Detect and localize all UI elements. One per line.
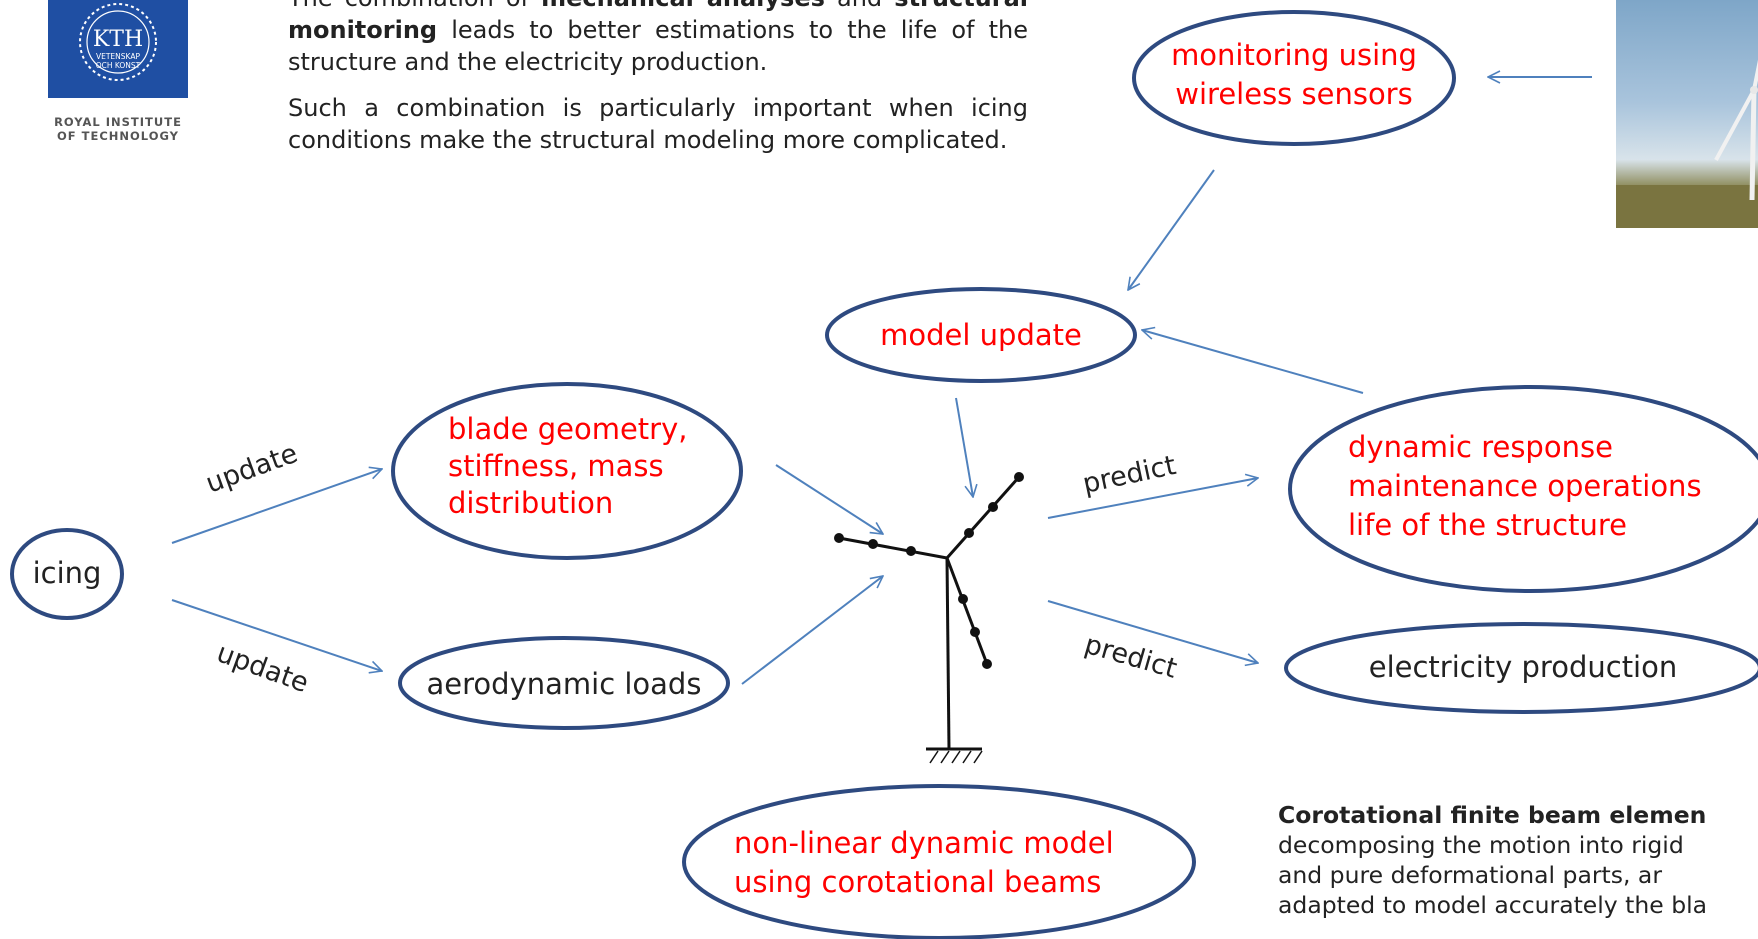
edge-label-update-bottom: update	[213, 637, 313, 699]
blade-label-line2: stiffness, mass	[448, 449, 664, 483]
dynamic-label-line2: maintenance operations	[1348, 469, 1702, 503]
dynamic-label-line3: life of the structure	[1348, 508, 1627, 542]
blade-ellipse	[391, 382, 743, 560]
intro-p1-bold2: structural monitoring	[288, 0, 1028, 44]
intro-p1-mid: and	[837, 0, 882, 12]
model-update-label: model update	[880, 318, 1082, 352]
logo-line1: VETENSKAP	[96, 52, 140, 61]
intro-paragraph-1: The combination of mechanical analyses a…	[288, 0, 1028, 78]
intro-paragraph-2: Such a combination is particularly impor…	[288, 94, 1028, 154]
aero-label: aerodynamic loads	[427, 667, 702, 701]
wind-turbine-photo	[1616, 0, 1758, 228]
nonlinear-model-ellipse	[682, 784, 1196, 939]
dynamic-label-line1: dynamic response	[1348, 430, 1613, 464]
intro-p1-end: leads to better estimations to the life …	[288, 16, 1028, 76]
intro-text: The combination of mechanical analyses a…	[288, 0, 1028, 170]
nonlinear-label-line2: using corotational beams	[734, 865, 1101, 899]
electricity-ellipse	[1284, 622, 1758, 714]
intro-p1-bold1: mechanical analyses	[541, 0, 825, 12]
logo-letters: KTH	[93, 27, 143, 52]
intro-p1-start: The combination of	[288, 0, 529, 12]
monitoring-label-line1: monitoring using	[1171, 38, 1417, 72]
logo-caption-line1: ROYAL INSTITUTE	[54, 115, 182, 129]
corot-line1: Corotational finite beam elemen	[1278, 800, 1758, 830]
aero-ellipse	[398, 636, 730, 730]
blade-label-line3: distribution	[448, 486, 613, 520]
logo-caption-line2: OF TECHNOLOGY	[56, 129, 179, 143]
arrow-modelupdate-to-turbine	[955, 397, 973, 497]
arrow-icing-to-blade	[171, 469, 382, 544]
edge-label-update-top: update	[202, 438, 302, 500]
corotational-note: Corotational finite beam elemen decompos…	[1278, 800, 1758, 920]
monitoring-label-line2: wireless sensors	[1175, 77, 1412, 111]
arrow-turbine-to-dynamic	[1047, 478, 1258, 519]
arrow-dynamic-to-modelupdate	[1142, 330, 1364, 394]
corot-line2: decomposing the motion into rigid	[1278, 831, 1684, 859]
kth-logo: KTH VETENSKAP OCH KONST	[48, 0, 188, 98]
nonlinear-label-line1: non-linear dynamic model	[734, 826, 1114, 860]
turbine-beam-model	[834, 472, 1024, 764]
model-update-ellipse	[825, 287, 1137, 383]
arrow-blade-to-turbine	[775, 464, 883, 534]
arrow-turbine-to-electricity	[1047, 600, 1258, 663]
dynamic-response-ellipse	[1288, 385, 1758, 593]
blade-label-line1: blade geometry,	[448, 412, 687, 446]
monitoring-ellipse	[1132, 10, 1456, 146]
arrow-aero-to-turbine	[741, 576, 883, 685]
corot-line4: adapted to model accurately the bla	[1278, 891, 1708, 919]
edge-label-predict-bottom: predict	[1081, 629, 1180, 685]
arrow-icing-to-aero	[171, 599, 382, 671]
logo-line2: OCH KONST	[96, 61, 141, 70]
corot-line3: and pure deformational parts, ar	[1278, 861, 1662, 889]
arrow-monitoring-to-modelupdate	[1128, 169, 1215, 290]
icing-label: icing	[33, 556, 102, 590]
logo-caption: ROYAL INSTITUTE OF TECHNOLOGY	[28, 115, 208, 143]
icing-ellipse	[10, 528, 124, 620]
edge-label-predict-top: predict	[1080, 450, 1179, 500]
electricity-label: electricity production	[1369, 650, 1678, 684]
corot-bold: Corotational finite beam elemen	[1278, 801, 1707, 829]
